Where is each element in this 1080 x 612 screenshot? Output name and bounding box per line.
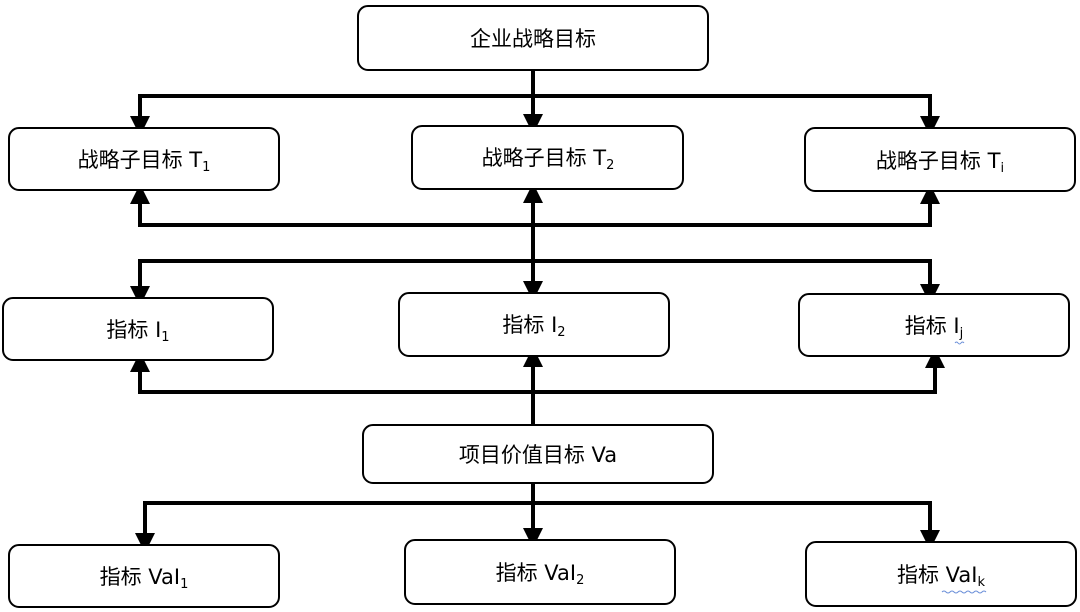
edge-t2-ij — [533, 259, 940, 304]
node-ij-label: 指标 I — [905, 314, 960, 338]
edge-va-i1 — [130, 352, 533, 394]
node-va: 项目价值目标 Va — [362, 424, 714, 484]
node-ij-subscript: j — [959, 326, 964, 341]
node-t1: 战略子目标 T1 — [8, 127, 280, 191]
svg-text:指标 I2: 指标 I2 — [502, 313, 565, 340]
svg-text:战略子目标 T1: 战略子目标 T1 — [78, 148, 211, 175]
node-i2-label: 指标 I — [502, 313, 557, 337]
node-val1: 指标 VaI1 — [8, 544, 280, 608]
node-ti-subscript: i — [1000, 161, 1004, 176]
node-t1-label: 战略子目标 T — [78, 148, 203, 172]
node-t2: 战略子目标 T2 — [411, 125, 684, 190]
node-t2-subscript: 2 — [606, 158, 614, 173]
node-i1: 指标 I1 — [2, 297, 274, 361]
edge-t2-i1 — [130, 259, 533, 306]
edge-va-val1 — [135, 484, 535, 553]
svg-text:企业战略目标: 企业战略目标 — [470, 27, 596, 51]
node-valk-label: 指标 VaI — [897, 563, 977, 587]
node-t1-subscript: 1 — [202, 160, 210, 175]
node-valk-subscript: k — [977, 575, 985, 590]
edge-va-valk — [533, 501, 940, 550]
edge-goal-t1 — [130, 71, 535, 136]
edge-i2-ti — [533, 184, 940, 227]
node-valk: 指标 VaIk — [805, 541, 1077, 607]
node-ti: 战略子目标 Ti — [804, 127, 1076, 192]
svg-text:指标 I1: 指标 I1 — [106, 318, 169, 345]
edge-va-ij — [533, 348, 945, 394]
node-ti-label: 战略子目标 T — [876, 149, 1001, 173]
node-i2-subscript: 2 — [557, 325, 565, 340]
node-goal: 企业战略目标 — [357, 5, 709, 71]
node-val2: 指标 VaI2 — [404, 539, 676, 605]
connector-lines — [130, 71, 945, 553]
svg-text:战略子目标 Ti: 战略子目标 Ti — [876, 149, 1004, 176]
node-ij: 指标 Ij — [798, 293, 1070, 357]
svg-text:战略子目标 T2: 战略子目标 T2 — [482, 146, 615, 173]
node-val2-subscript: 2 — [576, 573, 584, 588]
spellcheck-underline — [941, 590, 987, 594]
svg-text:指标 VaI1: 指标 VaI1 — [100, 565, 189, 592]
edge-i2-t1 — [130, 184, 533, 227]
node-i1-label: 指标 I — [106, 318, 161, 342]
node-va-label: 项目价值目标 Va — [459, 443, 617, 467]
svg-text:指标 VaI2: 指标 VaI2 — [496, 561, 585, 588]
node-i2: 指标 I2 — [398, 292, 670, 357]
node-t2-label: 战略子目标 T — [482, 146, 607, 170]
edge-goal-ti — [533, 94, 940, 136]
spellcheck-underline — [954, 341, 965, 345]
node-i1-subscript: 1 — [161, 330, 169, 345]
svg-text:项目价值目标 Va: 项目价值目标 Va — [459, 443, 617, 467]
node-goal-label: 企业战略目标 — [470, 27, 596, 51]
node-val1-label: 指标 VaI — [100, 565, 180, 589]
svg-text:指标 VaIk: 指标 VaIk — [897, 563, 985, 590]
svg-text:指标 Ij: 指标 Ij — [905, 314, 964, 341]
node-val2-label: 指标 VaI — [496, 561, 576, 585]
node-val1-subscript: 1 — [180, 577, 188, 592]
